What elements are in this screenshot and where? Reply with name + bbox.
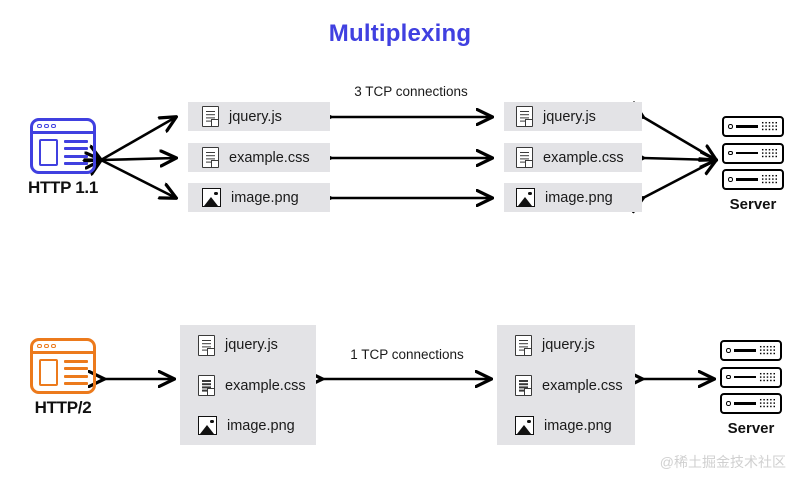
browser-dot-icon [37,343,42,349]
file-name: jquery.js [542,337,595,354]
document-icon [516,106,533,127]
server-grid [761,174,778,185]
file-name: example.css [229,149,310,166]
http2-left-file-group[interactable]: jquery.js example.css image.png [180,325,316,445]
server-unit [720,366,782,388]
image-icon [202,188,221,207]
http2-client-label: HTTP/2 [34,398,92,417]
server-unit [720,393,782,414]
server-led-icon [728,150,733,156]
file-name: image.png [227,417,295,434]
http2-server[interactable]: Server [696,340,800,437]
file-name: jquery.js [543,108,596,125]
http11-connection-label: 3 TCP connections [354,84,468,99]
list-item[interactable]: image.png [497,416,635,436]
browser-icon [30,118,96,174]
list-item[interactable]: jquery.js [497,334,635,356]
browser-dot-icon [37,123,42,129]
document-icon [515,334,532,356]
watermark: @稀土掘金技术社区 [659,454,786,470]
server-line [733,349,756,352]
server-unit [722,116,784,137]
server-grid [761,147,778,159]
server-led-icon [728,124,733,129]
image-icon [515,416,534,436]
browser-text-lines [64,359,88,386]
browser-pane [39,139,58,166]
image-icon [198,416,217,436]
http11-left-file-chip[interactable]: image.png [188,183,330,212]
browser-text-lines [64,139,88,166]
server-line [735,125,758,128]
browser-pane [39,359,58,386]
document-icon [202,147,219,168]
browser-dot-icon [51,343,56,349]
server-grid [759,398,776,409]
server-unit [722,142,784,164]
browser-titlebar [33,341,93,354]
file-name: example.css [225,377,306,394]
http11-right-file-chip[interactable]: image.png [504,183,642,212]
http2-connection-label: 1 TCP connections [350,347,464,362]
browser-content [33,134,93,171]
http11-right-file-chip[interactable]: jquery.js [504,102,642,131]
server-led-icon [728,177,733,182]
http2-client[interactable]: HTTP/2 [8,338,118,418]
document-icon [198,334,215,356]
http11-client-label: HTTP 1.1 [27,178,99,197]
browser-dot-icon [51,123,56,129]
http11-client[interactable]: HTTP 1.1 [8,118,118,198]
server-grid [759,345,776,356]
browser-dot-icon [44,343,49,349]
server-led-icon [726,348,731,353]
file-name: example.css [542,377,623,394]
document-icon [198,375,215,397]
http11-left-file-chip[interactable]: jquery.js [188,102,330,131]
http11-server[interactable]: Server [698,116,800,213]
server-led-icon [726,374,731,380]
list-item[interactable]: example.css [497,375,635,397]
http2-right-file-group[interactable]: jquery.js example.css image.png [497,325,635,445]
browser-content [33,354,93,391]
list-item[interactable]: jquery.js [180,334,316,356]
file-name: jquery.js [229,108,282,125]
http2-server-label: Server [727,420,775,437]
server-led-icon [726,401,731,406]
server-icon [720,340,782,414]
document-icon [516,147,533,168]
server-unit [720,340,782,361]
server-icon [722,116,784,190]
browser-icon [30,338,96,394]
image-icon [516,188,535,207]
document-icon [202,106,219,127]
http11-server-label: Server [729,196,777,213]
list-item[interactable]: image.png [180,416,316,436]
server-line [733,375,756,379]
server-grid [761,121,778,132]
http11-right-file-chip[interactable]: example.css [504,143,642,172]
list-item[interactable]: example.css [180,375,316,397]
file-name: image.png [544,417,612,434]
file-name: image.png [231,189,299,206]
server-line [733,402,756,405]
page-title: Multiplexing [328,20,472,47]
server-line [735,151,758,155]
server-line [735,178,758,181]
file-name: example.css [543,149,624,166]
server-unit [722,169,784,190]
browser-titlebar [33,121,93,134]
browser-dot-icon [44,123,49,129]
file-name: image.png [545,189,613,206]
file-name: jquery.js [225,337,278,354]
server-grid [759,371,776,383]
http11-left-file-chip[interactable]: example.css [188,143,330,172]
document-icon [515,375,532,397]
